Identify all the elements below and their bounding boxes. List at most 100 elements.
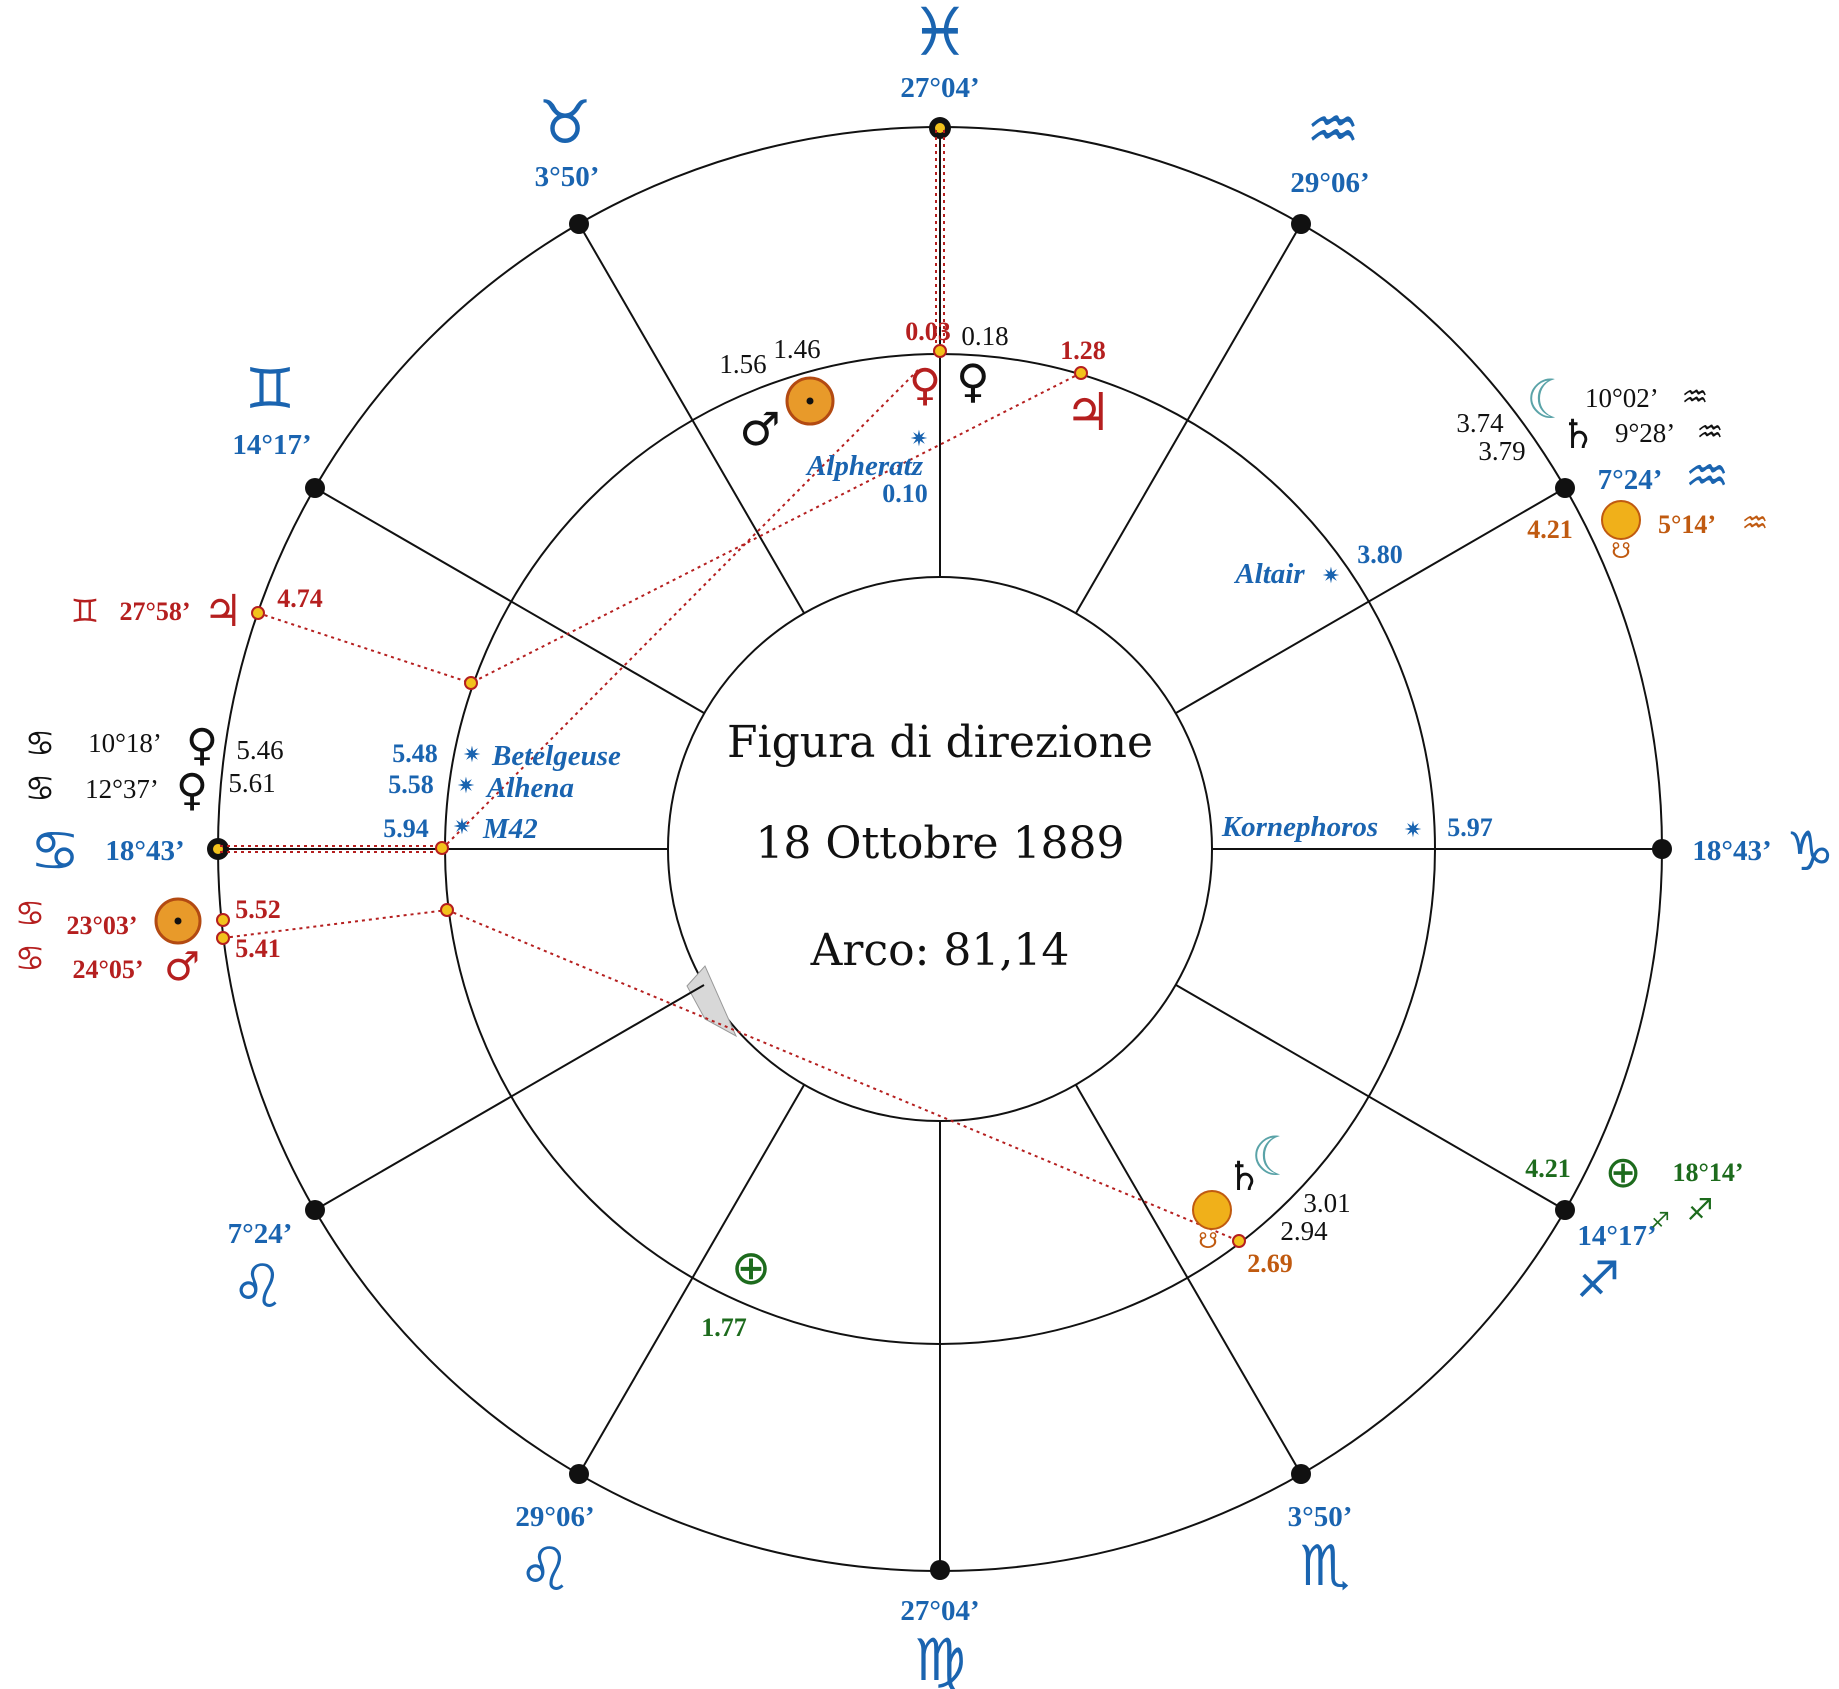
altair-label: Altair: [1233, 558, 1305, 590]
marker-asc-mid: [435, 841, 449, 855]
node-bottom-tail-icon: ☋: [1198, 1229, 1218, 1254]
kornephoros-star-icon: ✷: [1404, 818, 1422, 843]
cusp-dot-bottom: [930, 1560, 950, 1580]
mars-left-degree-a: 23°03’: [66, 911, 137, 940]
moon-sat-top-value-b: 3.79: [1478, 436, 1525, 466]
fortune-bottom-icon: ⊕: [731, 1240, 771, 1296]
sagittarius-green-icon: ♐: [1687, 1193, 1714, 1228]
cancer-black-icon: ♋: [25, 724, 55, 764]
betelgeuse-star-icon: ✷: [463, 743, 481, 768]
cusp-label-right: 18°43’: [1692, 835, 1771, 867]
venus-left-degree-b: 12°37’: [85, 774, 159, 804]
spoke-lr60: [1175, 984, 1566, 1211]
node-top-degree: 5°14’: [1658, 510, 1716, 539]
betelgeuse-label: Betelgeuse: [491, 740, 621, 772]
cusp-dot-ur60: [1555, 478, 1575, 498]
mc-dir-value: 0.03: [905, 317, 951, 346]
center-arc: Arco: 81,14: [810, 925, 1070, 976]
cusp-dot-right: [1652, 839, 1672, 859]
node-top-value: 4.21: [1527, 515, 1573, 544]
spoke-ll30: [578, 1084, 805, 1475]
spoke-lr30: [1075, 1084, 1302, 1475]
m42-value: 5.94: [383, 814, 429, 843]
mars-left-degree-b: 24°05’: [72, 955, 143, 984]
node-bottom-disc-icon: [1192, 1190, 1232, 1230]
cusp-label-lr30: 3°50’: [1288, 1501, 1353, 1533]
jupiter-left-degree: 27°58’: [119, 597, 190, 626]
venus-left-value-a: 5.46: [236, 735, 283, 765]
marker-mars-a: [216, 913, 230, 927]
shaded-wedge: [686, 965, 738, 1038]
spoke-ll60: [314, 984, 705, 1211]
dir-line-venus: [441, 369, 919, 850]
taurus-icon: ♉: [538, 88, 592, 158]
mars-left-value-b: 5.41: [235, 934, 281, 963]
venus-mc-value: 0.18: [961, 321, 1008, 351]
spoke-ul60: [314, 487, 705, 714]
aquarius-small-icon: ♒: [1682, 380, 1709, 415]
fortune-right-icon: ⊕: [1605, 1147, 1642, 1198]
moon-sat-bottom-value-a: 3.01: [1303, 1188, 1350, 1218]
alhena-value: 5.58: [388, 770, 434, 799]
pisces-icon: ♓: [910, 0, 969, 71]
mars-top-disc-dot: [806, 397, 814, 405]
cusp-label-left: 18°43’: [105, 835, 184, 867]
jupiter-top-value: 1.28: [1060, 336, 1106, 365]
leo-icon-2: ♌: [518, 1535, 572, 1605]
spoke-ur30: [1075, 223, 1302, 614]
node-top-disc-icon: [1601, 500, 1641, 540]
cusp-dot-ul60: [305, 478, 325, 498]
aquarius-small-icon-2: ♒: [1697, 415, 1724, 450]
venus-left-degree-a: 10°18’: [88, 728, 162, 758]
dir-line-node: [446, 909, 1240, 1242]
jupiter-left-icon: ♃: [203, 586, 242, 637]
cancer-icon: ♋: [30, 819, 80, 884]
cusp-dot-top-inner: [935, 123, 945, 133]
moon-sat-bottom-value-b: 2.94: [1280, 1216, 1328, 1246]
cusp-label-ul60: 14°17’: [232, 429, 311, 461]
cusp-label-ur30: 29°06’: [1290, 167, 1369, 199]
virgo-icon: ♍: [914, 1626, 966, 1689]
venus-left-icon-2: ♀: [176, 765, 208, 816]
marker-node-bottom: [1232, 1234, 1246, 1248]
dir-line-jupiter-left: [257, 612, 472, 684]
direction-markers: [216, 344, 1246, 1248]
gemini-red-icon: ♊: [71, 592, 100, 630]
moon-sat-top-value-a: 3.74: [1456, 408, 1504, 438]
moon-bottom-icon: ☾: [1251, 1125, 1299, 1188]
venus-left-icon: ♀: [186, 720, 218, 771]
cusp-label-ll30: 29°06’: [515, 1501, 594, 1533]
aquarius-icon-2: ♒: [1685, 447, 1730, 505]
marker-mars-b: [216, 931, 230, 945]
fortune-bottom-value: 1.77: [701, 1313, 747, 1342]
cusp-dot-ll60: [305, 1200, 325, 1220]
mars-natal-icon: ♂: [739, 402, 780, 456]
capricorn-icon: ♑: [1786, 820, 1834, 883]
betelgeuse-value: 5.48: [392, 739, 438, 768]
jupiter-left-value: 4.74: [277, 584, 323, 613]
mars-top-value-a: 1.56: [719, 349, 766, 379]
saturn-icon: ♄: [1560, 412, 1596, 458]
marker-mc: [933, 344, 947, 358]
jupiter-directed-icon: ♃: [1065, 383, 1112, 443]
marker-jupiter-mid: [464, 676, 478, 690]
cusp-dot-ll30: [569, 1464, 589, 1484]
m42-label: M42: [482, 813, 538, 845]
m42-star-icon: ✷: [453, 815, 471, 840]
leo-icon: ♌: [231, 1252, 285, 1322]
spoke-ul30: [578, 223, 805, 614]
node-top-tail-icon: ☋: [1611, 539, 1631, 564]
aquarius-orange-icon: ♒: [1742, 506, 1769, 541]
spoke-ur60: [1175, 487, 1566, 714]
cusp-label-bottom: 27°04’: [900, 1595, 979, 1627]
cusp-label-lr60: 14°17’: [1577, 1220, 1656, 1252]
cusp-dot-ur30: [1291, 214, 1311, 234]
alpheratz-star-icon: ✷: [910, 427, 928, 452]
marker-jupiter-top: [1074, 366, 1088, 380]
node-bottom-value: 2.69: [1247, 1249, 1293, 1278]
scorpio-icon: ♏: [1300, 1534, 1350, 1599]
venus-left-value-b: 5.61: [228, 768, 275, 798]
direction-lines: [220, 130, 1240, 1242]
mars-left-value-a: 5.52: [235, 895, 281, 924]
